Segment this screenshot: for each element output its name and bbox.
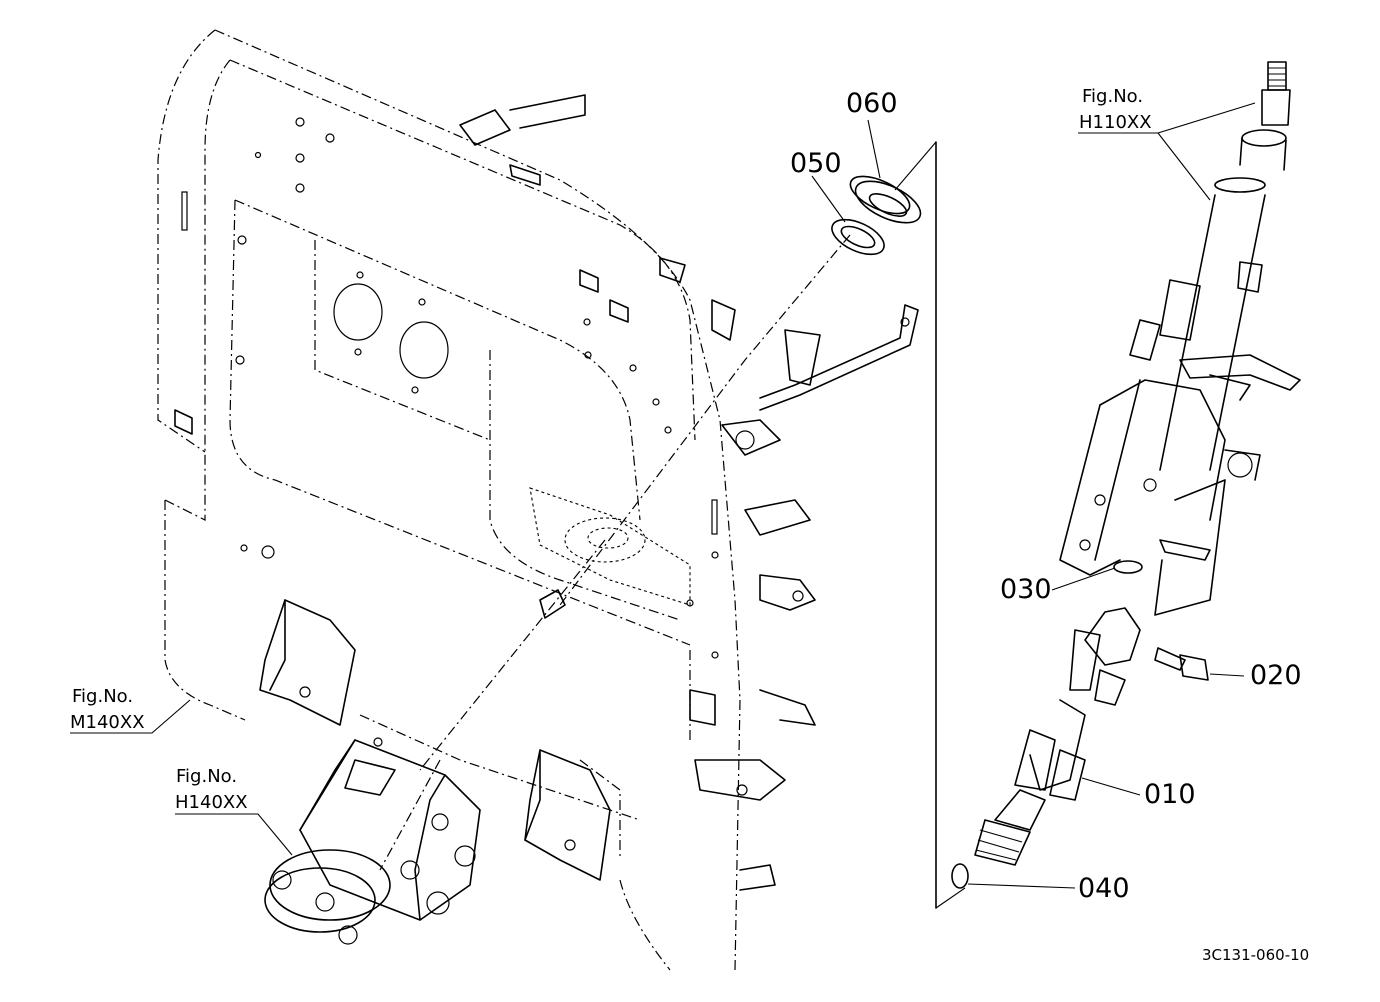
part-label-010: 010 [1144,779,1196,810]
part-label-050: 050 [790,148,842,179]
collar-030-drawing [1113,560,1143,574]
part-label-020: 020 [1250,660,1302,691]
bolt-020-drawing [1154,647,1209,681]
seal-050-drawing [831,218,885,256]
panel-frame [157,29,741,971]
universal-joint-shaft [974,607,1141,866]
leader-lines [70,102,1256,889]
fig-ref-h140-line2: H140XX [175,792,248,813]
lower-brackets [259,599,611,881]
panel-holes [181,117,719,659]
fig-ref-m140-line1: Fig.No. [72,686,133,707]
drawing-number: 3C131-060-10 [1202,946,1309,964]
fig-ref-h110-line1: Fig.No. [1082,86,1143,107]
fig-ref-h140-line1: Fig.No. [176,766,237,787]
circlip-040-drawing [951,863,969,889]
bearing-060-drawing [849,175,922,224]
part-label-040: 040 [1078,873,1130,904]
figure-reference-labels: Fig.No. H110XX Fig.No. M140XX Fig.No. H1… [70,86,1152,813]
assembly-axis-lines [379,234,851,871]
fig-ref-h110-line2: H110XX [1079,112,1152,133]
steering-column [894,61,1301,909]
fig-ref-m140-line2: M140XX [70,712,145,733]
part-number-labels: 010 020 030 040 050 060 [790,88,1302,904]
steering-unit [264,737,481,945]
part-label-060: 060 [846,88,898,119]
mounting-pattern [529,487,691,606]
panel-brackets [174,94,919,891]
part-label-030: 030 [1000,574,1052,605]
